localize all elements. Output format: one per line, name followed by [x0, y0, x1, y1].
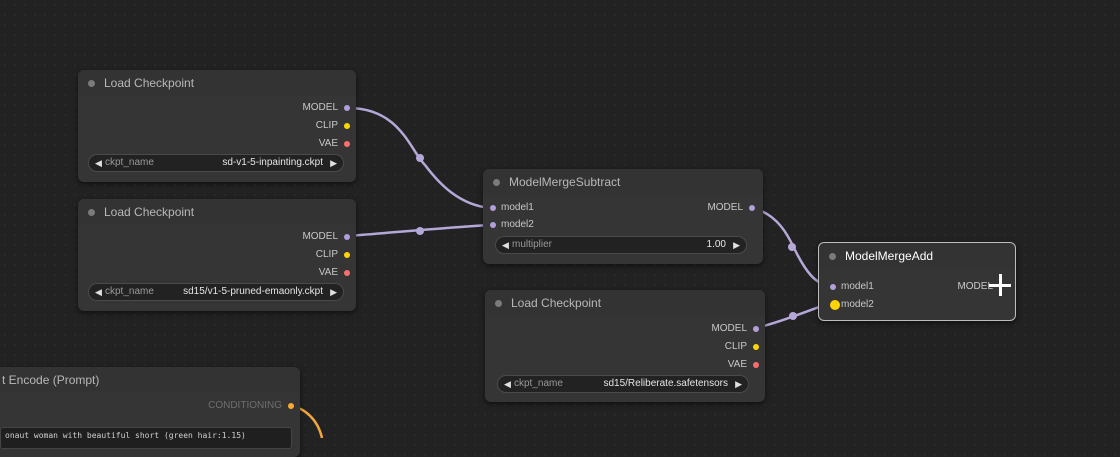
prompt-text: onaut woman with beautiful short (green …: [5, 431, 246, 440]
model-socket-icon[interactable]: [344, 105, 350, 111]
collapse-dot-icon[interactable]: [88, 80, 95, 87]
widget-value: sd-v1-5-inpainting.ckpt: [222, 157, 323, 168]
output-label: VAE: [318, 267, 338, 278]
node-title[interactable]: t Encode (Prompt): [0, 367, 300, 393]
vae-socket-icon[interactable]: [344, 141, 350, 147]
output-label: MODEL: [302, 231, 338, 242]
increment-arrow-icon[interactable]: ▶: [735, 379, 742, 389]
node-title[interactable]: Load Checkpoint: [78, 70, 356, 96]
node-title[interactable]: Load Checkpoint: [485, 290, 765, 316]
crosshair-move-icon: [999, 274, 1002, 296]
conditioning-socket-icon[interactable]: [288, 403, 294, 409]
input-label: model1: [841, 281, 874, 292]
ckpt-name-combo[interactable]: ◀ ckpt_name sd15/v1-5-pruned-emaonly.ckp…: [88, 283, 344, 301]
decrement-arrow-icon[interactable]: ◀: [504, 379, 511, 389]
output-model[interactable]: MODEL: [707, 201, 755, 215]
clip-socket-icon[interactable]: [753, 344, 759, 350]
model-socket-icon[interactable]: [753, 326, 759, 332]
model-socket-icon[interactable]: [830, 284, 836, 290]
widget-label: multiplier: [512, 239, 553, 250]
model-socket-icon[interactable]: [749, 205, 755, 211]
decrement-arrow-icon[interactable]: ◀: [95, 158, 102, 168]
output-vae[interactable]: VAE: [318, 266, 350, 280]
output-label: CLIP: [315, 120, 338, 131]
wire-midpoint[interactable]: [416, 154, 424, 162]
increment-arrow-icon[interactable]: ▶: [330, 287, 337, 297]
model-socket-icon[interactable]: [490, 222, 496, 228]
widget-value: 1.00: [706, 239, 726, 250]
input-model2[interactable]: model2: [830, 298, 874, 312]
input-model1[interactable]: model1: [490, 201, 534, 215]
node-title[interactable]: ModelMergeSubtract: [483, 169, 763, 195]
widget-label: ckpt_name: [105, 286, 154, 297]
input-label: model1: [501, 202, 534, 213]
output-label: VAE: [727, 359, 747, 370]
node-title[interactable]: ModelMergeAdd: [819, 243, 1015, 269]
wire-midpoint[interactable]: [789, 312, 797, 320]
output-clip[interactable]: CLIP: [315, 119, 350, 133]
output-model[interactable]: MODEL: [957, 280, 993, 294]
output-vae[interactable]: VAE: [727, 358, 759, 372]
node-model-merge-subtract[interactable]: ModelMergeSubtract model1 model2 MODEL ◀…: [483, 169, 763, 264]
output-model[interactable]: MODEL: [711, 322, 759, 336]
output-clip[interactable]: CLIP: [724, 340, 759, 354]
decrement-arrow-icon[interactable]: ◀: [95, 287, 102, 297]
vae-socket-icon[interactable]: [344, 270, 350, 276]
wire-load2-model-to-subtract-model2[interactable]: [347, 223, 491, 238]
input-model1[interactable]: model1: [830, 280, 874, 294]
wire-load1-model-to-subtract-model1[interactable]: [347, 106, 491, 210]
output-model[interactable]: MODEL: [302, 230, 350, 244]
ckpt-name-combo[interactable]: ◀ ckpt_name sd-v1-5-inpainting.ckpt ▶: [88, 154, 344, 172]
input-model2[interactable]: model2: [490, 218, 534, 232]
model-socket-icon[interactable]: [490, 205, 496, 211]
widget-label: ckpt_name: [105, 157, 154, 168]
output-conditioning[interactable]: CONDITIONING: [208, 399, 294, 413]
node-model-merge-add[interactable]: ModelMergeAdd model1 model2 MODEL: [818, 242, 1016, 321]
decrement-arrow-icon[interactable]: ◀: [502, 240, 509, 250]
input-label: model2: [501, 219, 534, 230]
output-label: CONDITIONING: [208, 400, 282, 411]
output-label: MODEL: [711, 323, 747, 334]
model-socket-active-icon[interactable]: [830, 300, 840, 310]
wire-midpoint[interactable]: [788, 243, 796, 251]
input-label: model2: [841, 299, 874, 310]
wire-midpoint[interactable]: [416, 227, 424, 235]
increment-arrow-icon[interactable]: ▶: [330, 158, 337, 168]
widget-label: ckpt_name: [514, 378, 563, 389]
node-load-checkpoint-3[interactable]: Load Checkpoint MODEL CLIP VAE ◀ ckpt_na…: [485, 290, 765, 402]
clip-socket-icon[interactable]: [344, 123, 350, 129]
ckpt-name-combo[interactable]: ◀ ckpt_name sd15/Reliberate.safetensors …: [497, 375, 749, 393]
vae-socket-icon[interactable]: [753, 362, 759, 368]
output-label: MODEL: [302, 102, 338, 113]
output-label: MODEL: [707, 202, 743, 213]
node-title-text: Load Checkpoint: [511, 296, 602, 310]
prompt-text-area[interactable]: onaut woman with beautiful short (green …: [0, 427, 292, 449]
output-label: MODEL: [957, 281, 993, 292]
collapse-dot-icon[interactable]: [495, 300, 502, 307]
clip-socket-icon[interactable]: [344, 252, 350, 258]
output-vae[interactable]: VAE: [318, 137, 350, 151]
output-label: CLIP: [315, 249, 338, 260]
collapse-dot-icon[interactable]: [829, 253, 836, 260]
widget-value: sd15/Reliberate.safetensors: [603, 378, 728, 389]
node-title[interactable]: Load Checkpoint: [78, 199, 356, 225]
widget-value: sd15/v1-5-pruned-emaonly.ckpt: [183, 286, 323, 297]
node-clip-text-encode[interactable]: t Encode (Prompt) CONDITIONING onaut wom…: [0, 367, 300, 457]
node-title-text: ModelMergeSubtract: [509, 175, 621, 189]
node-title-text: ModelMergeAdd: [845, 249, 934, 263]
collapse-dot-icon[interactable]: [493, 179, 500, 186]
output-clip[interactable]: CLIP: [315, 248, 350, 262]
node-load-checkpoint-2[interactable]: Load Checkpoint MODEL CLIP VAE ◀ ckpt_na…: [78, 199, 356, 311]
output-label: VAE: [318, 138, 338, 149]
output-label: CLIP: [724, 341, 747, 352]
increment-arrow-icon[interactable]: ▶: [733, 240, 740, 250]
node-title-text: Load Checkpoint: [104, 76, 195, 90]
collapse-dot-icon[interactable]: [88, 209, 95, 216]
model-socket-icon[interactable]: [344, 234, 350, 240]
multiplier-number-widget[interactable]: ◀ multiplier 1.00 ▶: [495, 236, 747, 254]
node-load-checkpoint-1[interactable]: Load Checkpoint MODEL CLIP VAE ◀ ckpt_na…: [78, 70, 356, 182]
output-model[interactable]: MODEL: [302, 101, 350, 115]
node-title-text: Load Checkpoint: [104, 205, 195, 219]
node-title-text: t Encode (Prompt): [2, 373, 100, 387]
